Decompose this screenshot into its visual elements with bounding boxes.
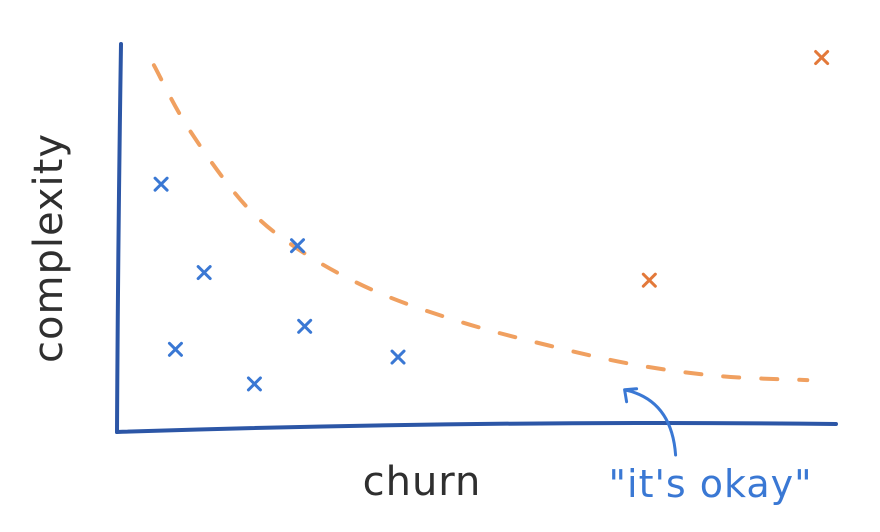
axes xyxy=(115,42,838,434)
y-axis xyxy=(115,42,123,434)
data-point-0-2 xyxy=(167,341,183,357)
x-axis-label: churn xyxy=(363,459,482,505)
data-point-0-3 xyxy=(246,376,262,392)
y-axis-label: complexity xyxy=(26,133,72,363)
data-points xyxy=(153,50,830,392)
frontier-dashed-curve xyxy=(151,63,810,383)
data-point-0-4 xyxy=(290,238,305,254)
annotation-text: "it's okay" xyxy=(609,462,813,506)
x-axis xyxy=(115,421,838,434)
data-point-1-0 xyxy=(641,272,657,288)
data-point-0-0 xyxy=(153,176,169,192)
data-point-1-1 xyxy=(814,50,830,66)
annotation-arrow xyxy=(623,387,678,457)
data-point-0-5 xyxy=(297,318,313,334)
data-point-0-6 xyxy=(390,349,406,365)
data-point-0-1 xyxy=(196,265,212,281)
annotations: "it's okay" xyxy=(609,387,813,506)
